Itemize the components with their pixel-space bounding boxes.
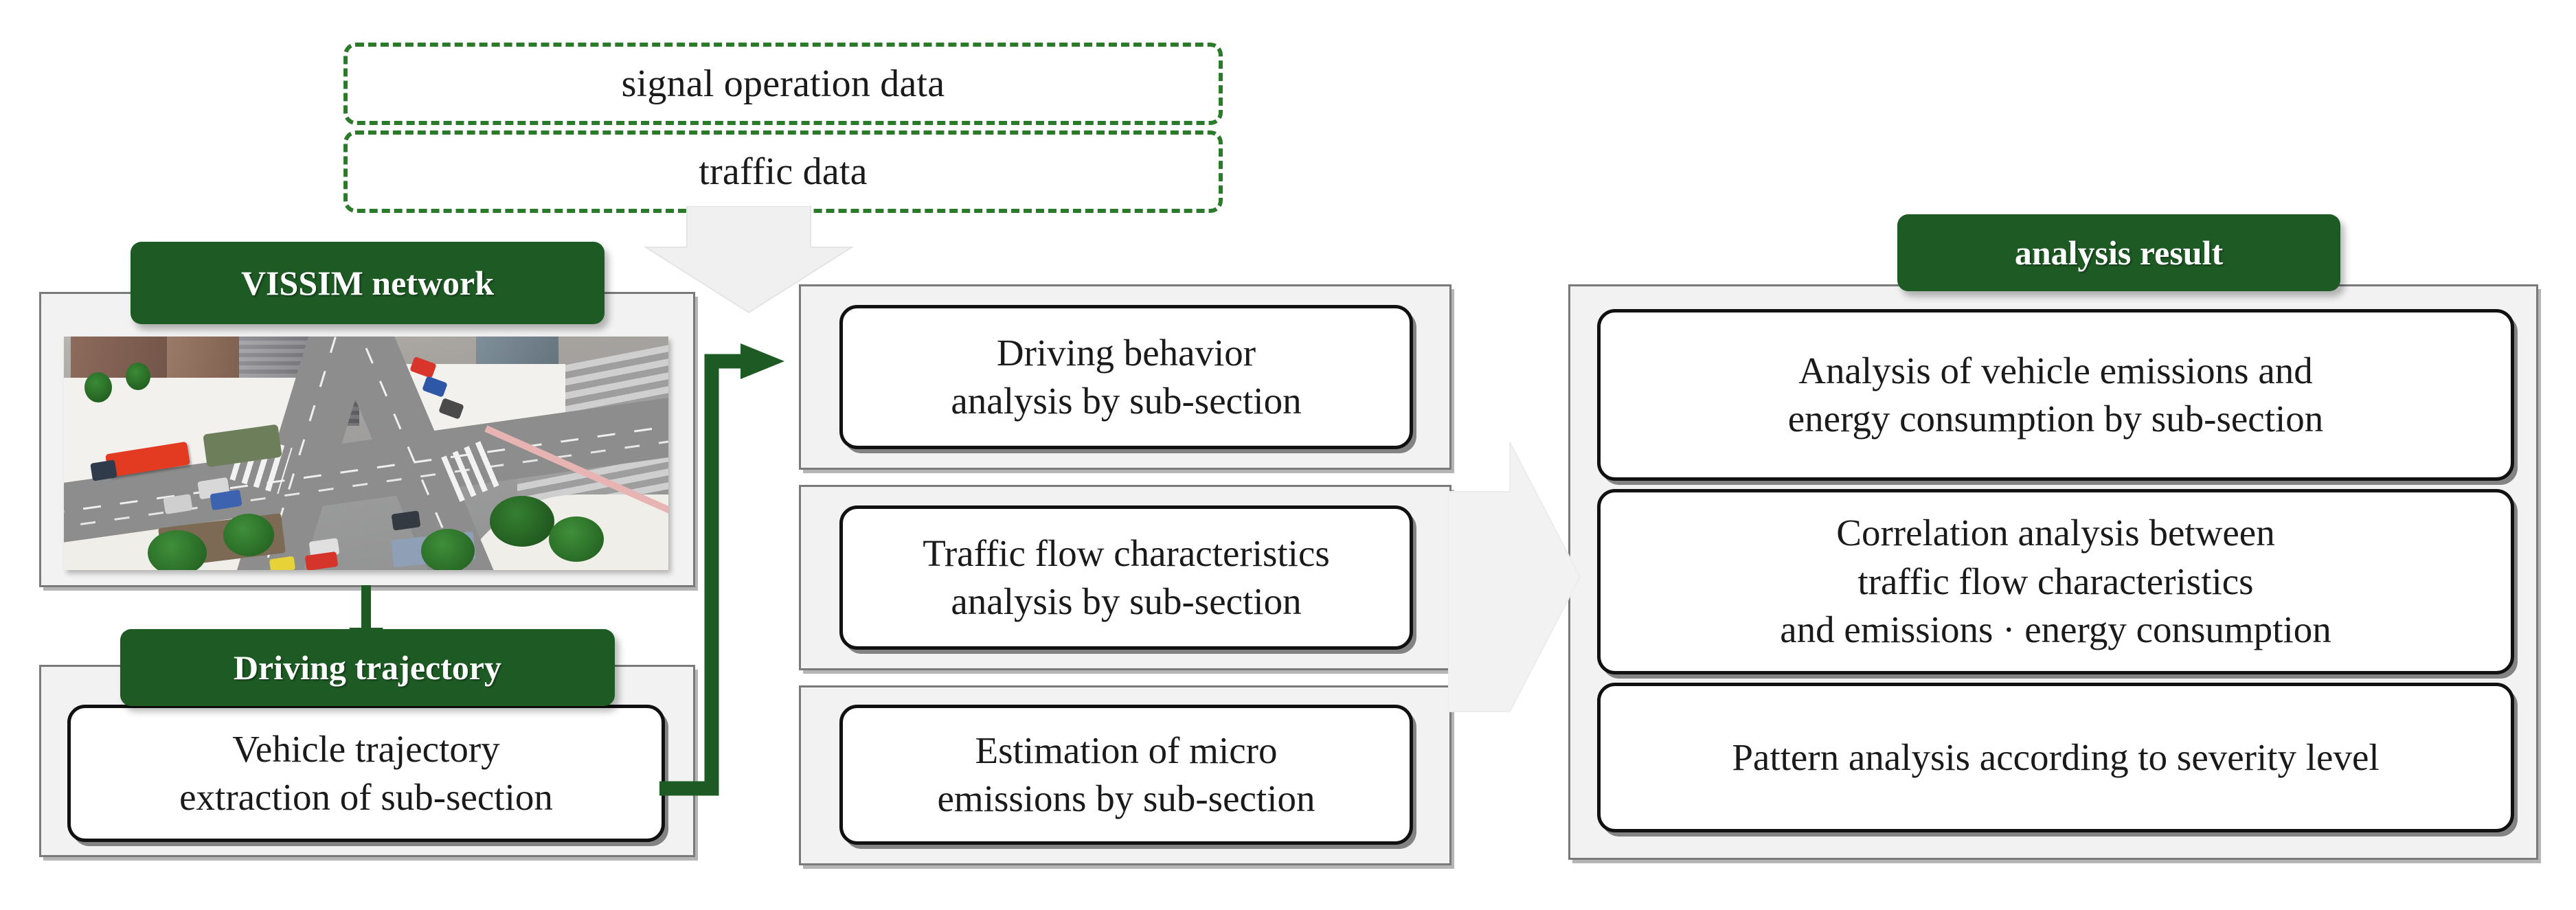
emissions-energy-line2: energy consumption by sub-section: [1787, 398, 2324, 440]
traffic-data-label: traffic data: [699, 150, 868, 193]
vissim-network-label: VISSIM network: [240, 264, 495, 302]
analysis-result-label: analysis result: [2014, 234, 2224, 272]
driving-trajectory-label: Driving trajectory: [233, 648, 502, 687]
micro-emissions-line2: emissions by sub-section: [937, 777, 1315, 819]
emissions-energy-analysis-box: Analysis of vehicle emissions and energy…: [1597, 309, 2514, 481]
driving-behavior-box: Driving behavior analysis by sub-section: [839, 305, 1413, 449]
micro-emissions-text: Estimation of micro emissions by sub-sec…: [938, 727, 1315, 823]
driving-behavior-line2: analysis by sub-section: [951, 380, 1302, 422]
severity-pattern-analysis-box: Pattern analysis according to severity l…: [1597, 683, 2514, 832]
driving-behavior-text: Driving behavior analysis by sub-section: [951, 329, 1301, 426]
emissions-energy-line1: Analysis of vehicle emissions and: [1798, 349, 2313, 391]
vehicle-trajectory-line2: extraction of sub-section: [179, 776, 553, 818]
correlation-line3: and emissions · energy consumption: [1780, 608, 2331, 651]
vehicle-trajectory-line1: Vehicle trajectory: [232, 727, 500, 770]
severity-pattern-analysis-text: Pattern analysis according to severity l…: [1732, 733, 2379, 782]
correlation-line1: Correlation analysis between: [1836, 512, 2275, 554]
correlation-line2: traffic flow characteristics: [1857, 560, 2254, 602]
traffic-flow-line1: Traffic flow characteristics: [923, 532, 1330, 574]
micro-emissions-box: Estimation of micro emissions by sub-sec…: [839, 705, 1413, 845]
driving-trajectory-header: Driving trajectory: [120, 629, 615, 706]
trajectory-to-analysis-arrow-icon: [659, 343, 784, 796]
correlation-analysis-text: Correlation analysis between traffic flo…: [1780, 509, 2331, 654]
micro-emissions-line1: Estimation of micro: [975, 729, 1278, 771]
vissim-network-header: VISSIM network: [131, 242, 605, 324]
traffic-flow-line2: analysis by sub-section: [951, 580, 1302, 622]
analysis-to-result-arrow-icon: [1448, 442, 1581, 712]
analysis-result-header: analysis result: [1897, 214, 2340, 291]
signal-operation-data-label: signal operation data: [621, 62, 945, 105]
vehicle-trajectory-box: Vehicle trajectory extraction of sub-sec…: [67, 705, 665, 842]
correlation-analysis-box: Correlation analysis between traffic flo…: [1597, 489, 2514, 674]
severity-pattern-line1: Pattern analysis according to severity l…: [1732, 736, 2380, 778]
driving-behavior-line1: Driving behavior: [996, 331, 1256, 374]
input-to-network-arrow-icon: [643, 206, 855, 314]
vehicle-trajectory-text: Vehicle trajectory extraction of sub-sec…: [179, 725, 553, 822]
traffic-data-box: traffic data: [343, 130, 1223, 213]
traffic-flow-characteristics-box: Traffic flow characteristics analysis by…: [839, 505, 1413, 650]
traffic-flow-characteristics-text: Traffic flow characteristics analysis by…: [923, 530, 1330, 626]
emissions-energy-analysis-text: Analysis of vehicle emissions and energy…: [1788, 347, 2324, 444]
signal-operation-data-box: signal operation data: [343, 43, 1223, 125]
vissim-network-image: [64, 337, 668, 570]
